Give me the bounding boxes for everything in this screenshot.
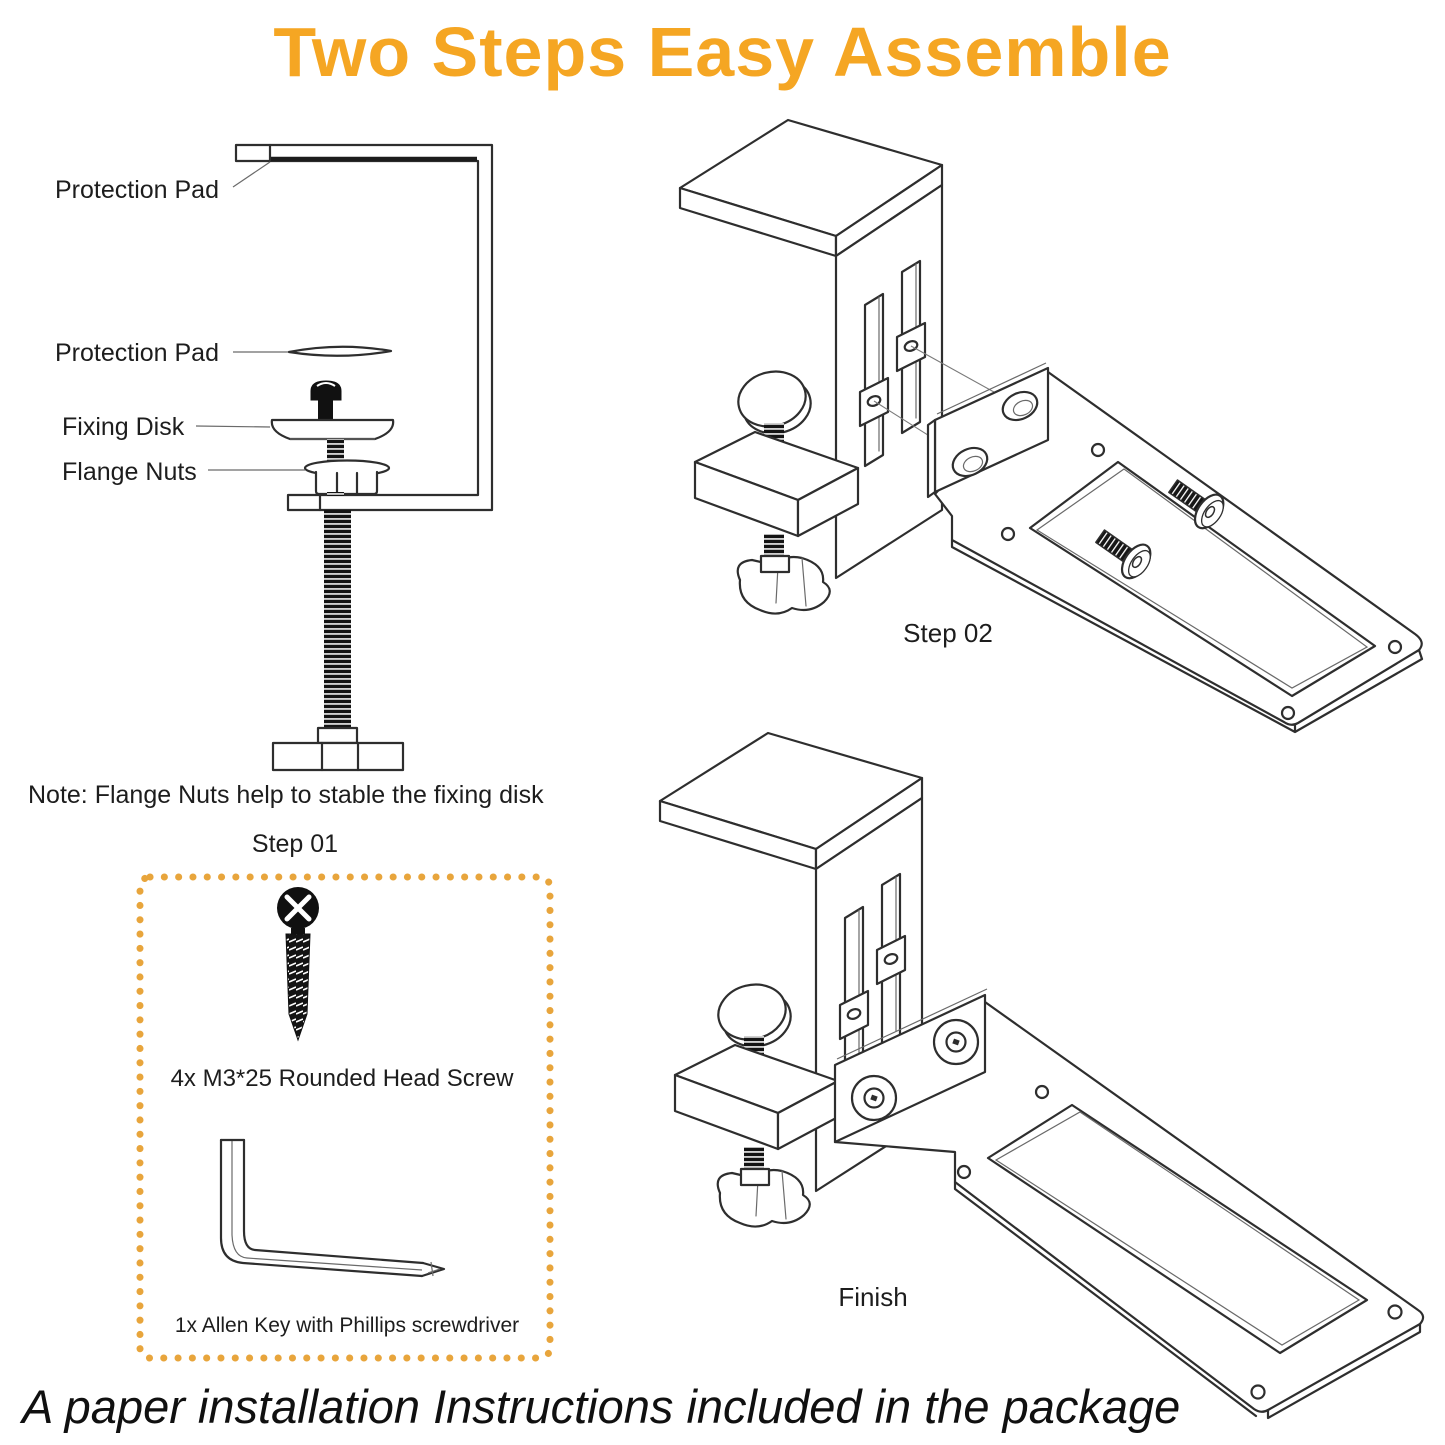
threaded-rod <box>324 510 351 728</box>
l-bracket-flange <box>833 988 988 1144</box>
clamp-frame <box>234 143 494 512</box>
thread-segment <box>327 492 344 496</box>
allen-key-label: 1x Allen Key with Phillips screwdriver <box>175 1314 519 1337</box>
parts-box: 4x M3*25 Rounded Head Screw 1x Allen Key… <box>136 873 554 1362</box>
flange-nut-icon <box>303 459 391 496</box>
label-protection-pad-top: Protection Pad <box>55 176 219 204</box>
label-fixing-disk: Fixing Disk <box>62 413 185 441</box>
washer-screw-icon <box>932 1018 980 1066</box>
finish-diagram: Finish <box>658 731 1425 1420</box>
plate-cutout <box>986 1103 1369 1355</box>
finish-label: Finish <box>838 1282 907 1312</box>
step-02-label: Step 02 <box>903 618 993 648</box>
label-flange-nuts: Flange Nuts <box>62 458 197 486</box>
mounting-plate <box>933 370 1424 734</box>
l-bracket-flange <box>926 362 1050 499</box>
washer-screw-icon <box>850 1074 898 1122</box>
label-protection-pad-mid: Protection Pad <box>55 339 219 367</box>
clamp-iso <box>658 731 924 1228</box>
rounded-head-screw-icon <box>277 887 319 1042</box>
step-02-diagram: Step 02 <box>678 118 1424 734</box>
fixing-disk-icon <box>270 418 395 441</box>
mounting-plate <box>833 1000 1425 1420</box>
wing-knob <box>271 726 405 772</box>
step-01-label: Step 01 <box>251 830 339 858</box>
page-title: Two Steps Easy Assemble <box>273 13 1172 91</box>
footer-text: A paper installation Instructions includ… <box>22 1380 1181 1433</box>
protection-pad-disc <box>287 345 393 357</box>
dotted-border <box>136 873 554 1362</box>
thread-segment <box>327 439 344 463</box>
screw-head-icon <box>310 380 342 422</box>
allen-key-icon <box>219 1138 446 1278</box>
screw-label: 4x M3*25 Rounded Head Screw <box>171 1065 515 1092</box>
leader-line <box>232 161 271 188</box>
note-text: Note: Flange Nuts help to stable the fix… <box>28 781 544 809</box>
exploded-view-diagram: Protection Pad Protection Pad Fixing Dis… <box>55 143 494 772</box>
leader-line <box>195 425 271 428</box>
plate-cutout <box>1028 460 1377 698</box>
clamp-iso <box>678 118 944 615</box>
